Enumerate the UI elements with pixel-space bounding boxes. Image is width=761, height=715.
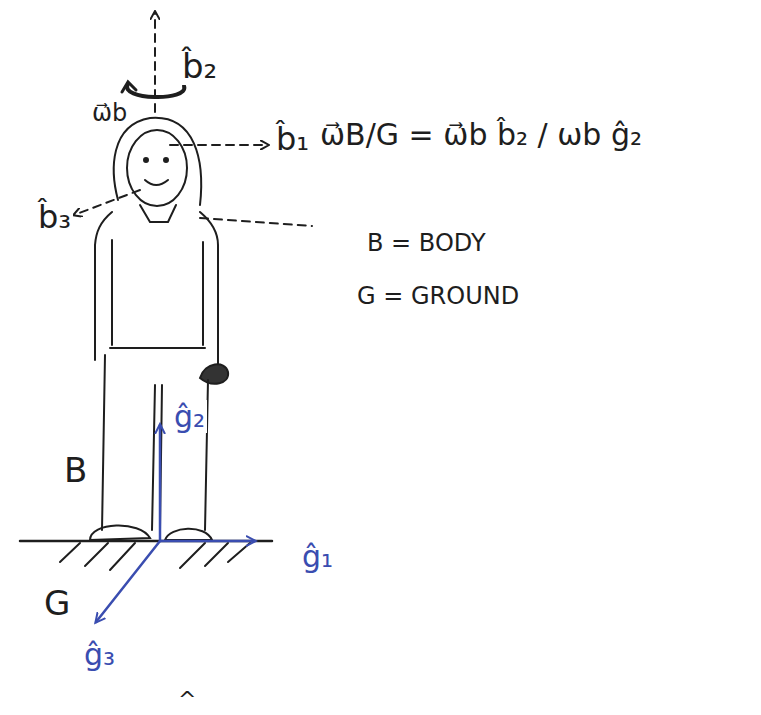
b3-axis bbox=[74, 190, 140, 215]
collar bbox=[140, 205, 176, 222]
axis-label: b̂₃ bbox=[36, 200, 73, 235]
hand bbox=[200, 364, 228, 383]
axis-label: b̂₁ bbox=[274, 122, 311, 157]
axis-label: ĝ₂ bbox=[172, 400, 207, 433]
rotation-arrowhead bbox=[122, 82, 136, 92]
legs bbox=[102, 355, 208, 530]
face bbox=[127, 130, 187, 206]
g2-axis bbox=[159, 425, 162, 541]
equation: ω⃗B/G = ω⃗b b̂₂ / ωb ĝ₂ bbox=[318, 118, 644, 151]
g3-axis bbox=[96, 541, 160, 622]
eye bbox=[164, 158, 168, 162]
frame-definition: B = BODY bbox=[365, 230, 488, 256]
waist bbox=[110, 347, 205, 349]
torso bbox=[95, 212, 218, 365]
hair bbox=[114, 118, 201, 205]
reference-line bbox=[200, 218, 312, 226]
axis-label: b̂₂ bbox=[180, 48, 219, 85]
feet bbox=[90, 525, 212, 540]
eye bbox=[144, 158, 148, 162]
ground-label: G bbox=[42, 585, 72, 622]
body-label: B bbox=[62, 452, 89, 489]
axis-label: ĝ₃ bbox=[82, 638, 117, 671]
smile bbox=[145, 180, 168, 185]
angular-velocity-label: ω⃗b bbox=[90, 100, 129, 126]
arms bbox=[112, 240, 203, 345]
ground-line bbox=[20, 540, 272, 543]
g1-axis bbox=[160, 540, 255, 543]
frame-definition: G = GROUND bbox=[355, 283, 521, 309]
axis-label: ĝ₁ bbox=[300, 540, 335, 573]
stray-mark: ^ bbox=[176, 688, 198, 712]
b1-axis bbox=[170, 144, 268, 146]
